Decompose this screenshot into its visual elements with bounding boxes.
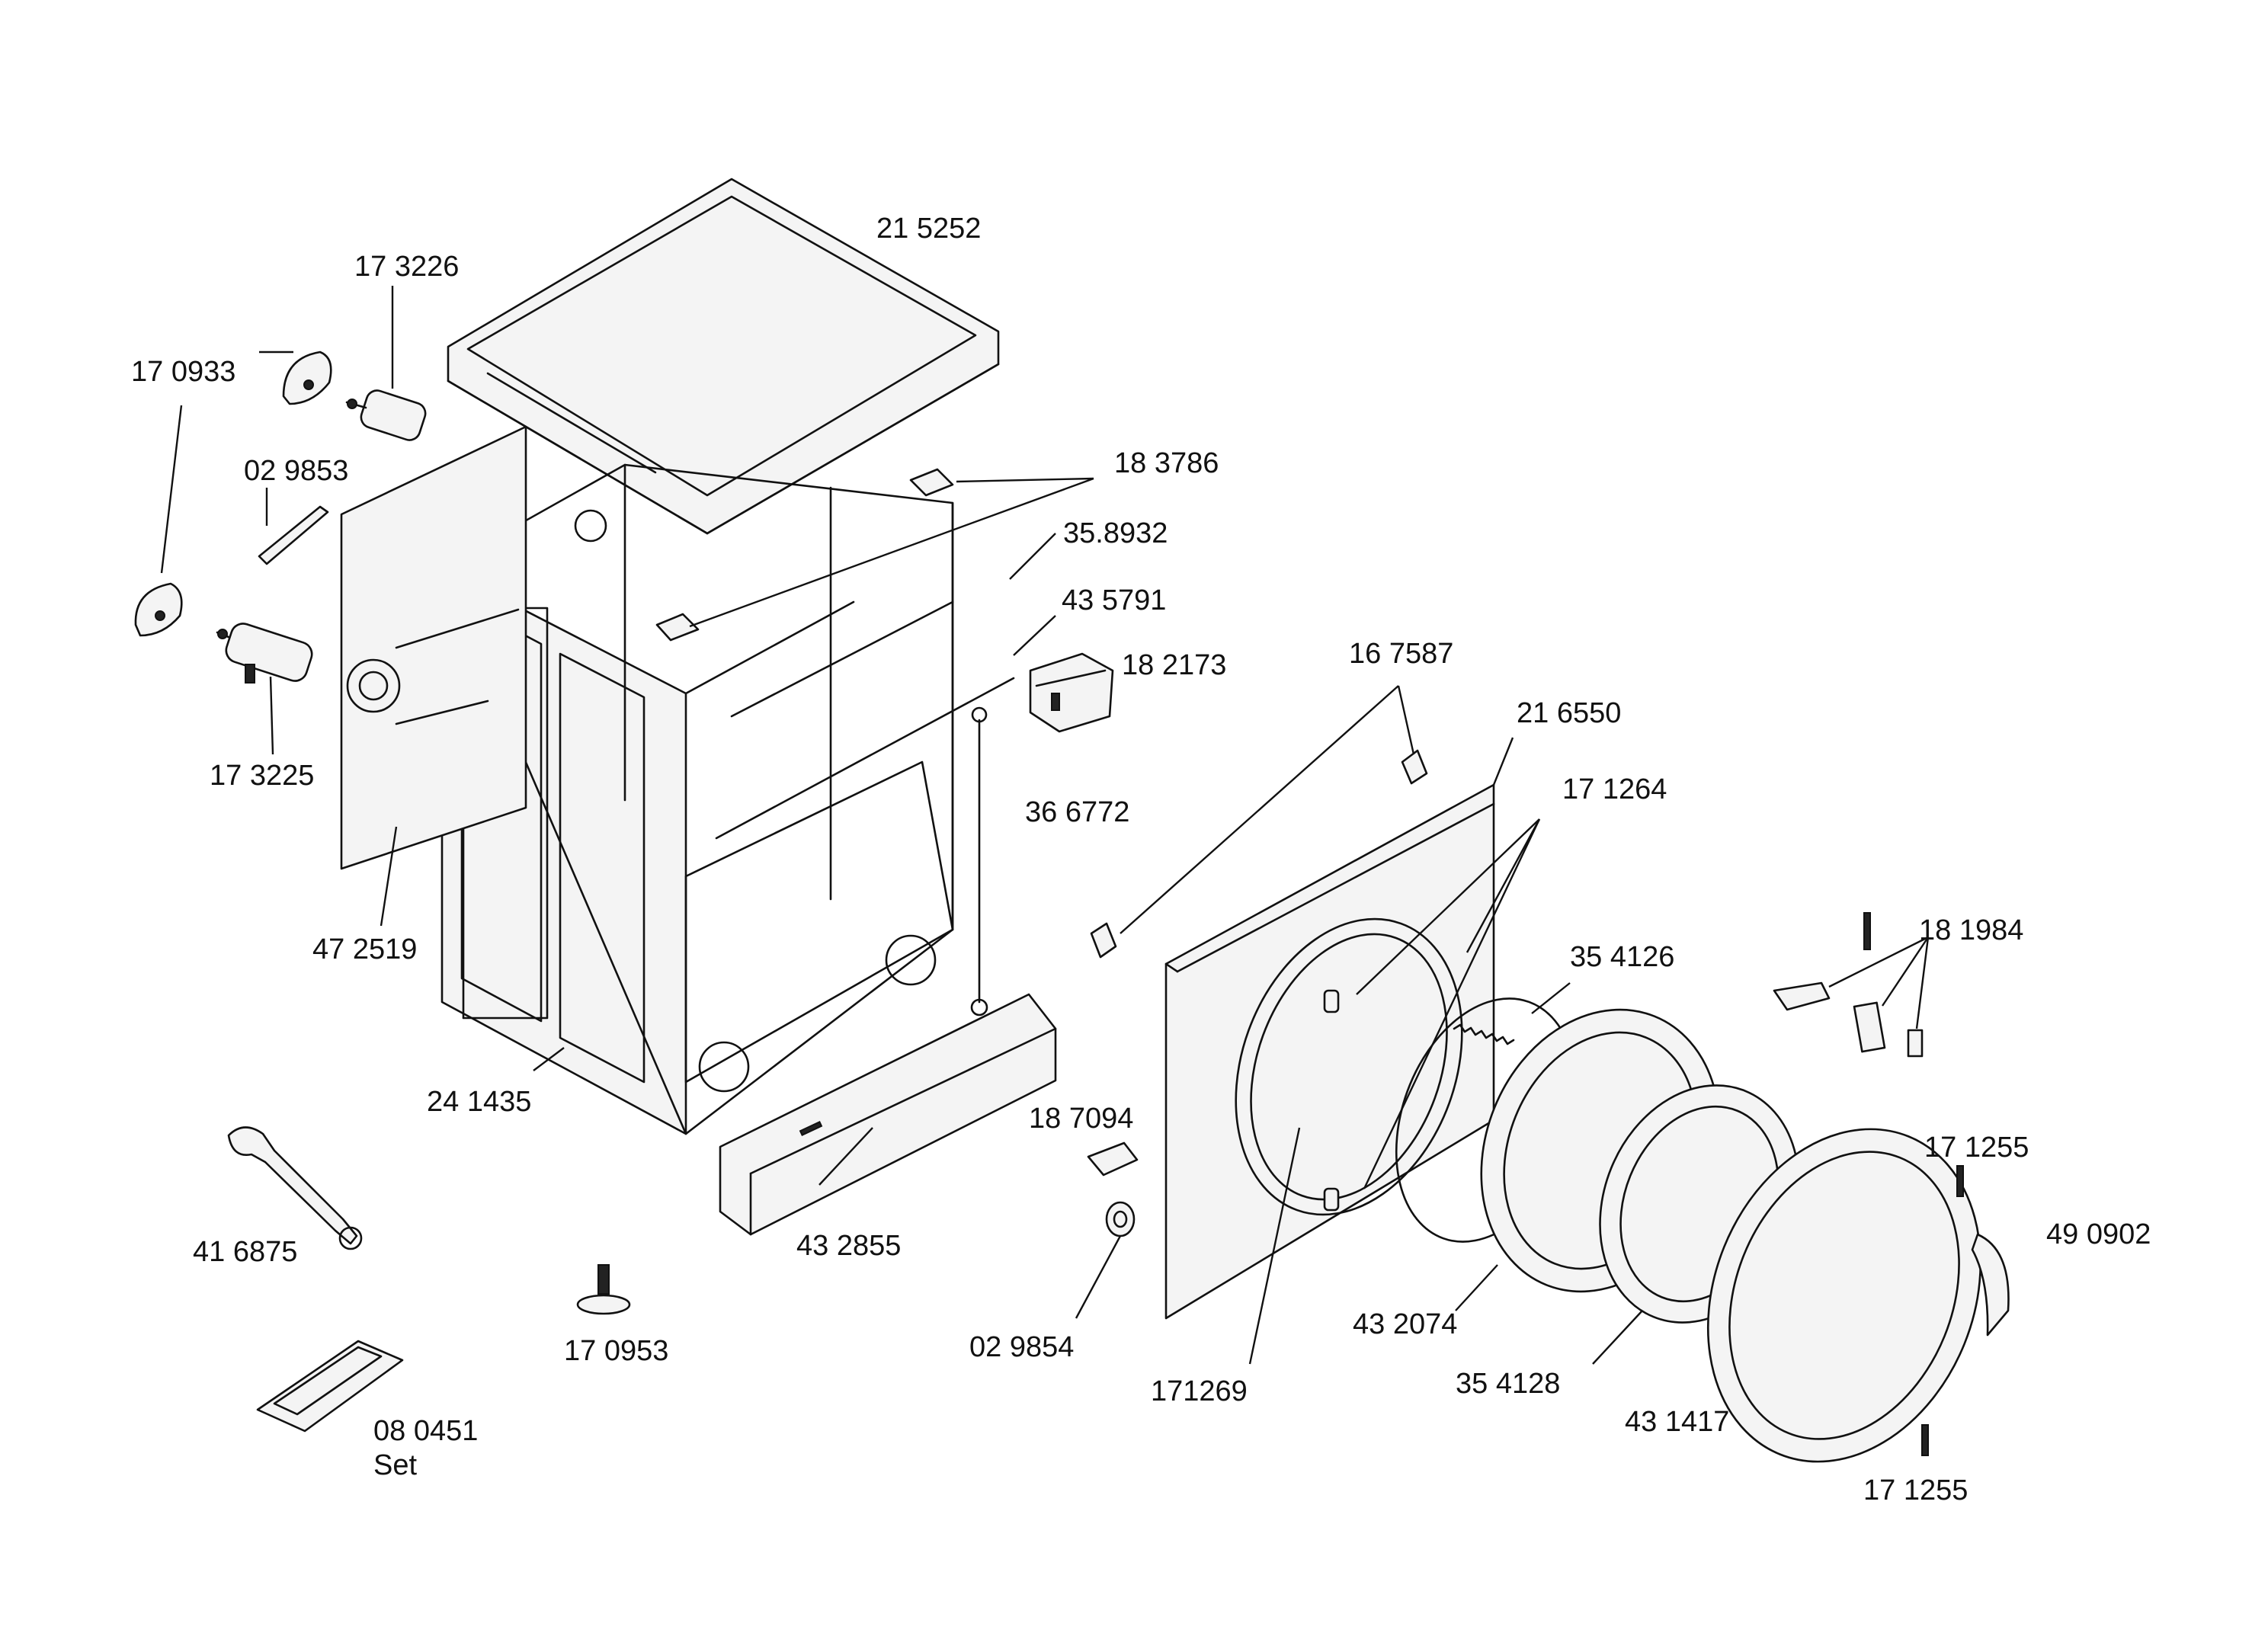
label-216550: 21 6550 — [1517, 697, 1621, 729]
label-170933: 17 0933 — [131, 356, 235, 388]
label-171255a: 17 1255 — [1924, 1132, 2029, 1164]
label-432074: 43 2074 — [1353, 1308, 1457, 1340]
label-173226: 17 3226 — [354, 251, 459, 283]
label-432855: 43 2855 — [796, 1230, 901, 1262]
label-472519: 47 2519 — [312, 933, 417, 965]
label-435791: 43 5791 — [1062, 584, 1166, 616]
valve-173225 — [216, 623, 313, 684]
lock-parts-181984 — [1773, 912, 1924, 1058]
rod-366772 — [970, 706, 988, 1016]
bracket-029853 — [258, 505, 329, 565]
rear-panel-part — [340, 425, 527, 870]
door-outer-ring-431417 — [1706, 1128, 1982, 1463]
foot-170953 — [576, 1264, 631, 1315]
clip-167587 — [1090, 749, 1428, 959]
label-241435: 24 1435 — [427, 1086, 531, 1118]
label-431417: 43 1417 — [1625, 1406, 1729, 1438]
label-173225: 17 3225 — [210, 760, 314, 792]
label-354128: 35 4128 — [1456, 1368, 1560, 1400]
top-cover-part — [447, 178, 1000, 535]
label-187094: 18 7094 — [1029, 1103, 1133, 1135]
label-354126: 35 4126 — [1570, 941, 1674, 973]
wrench-416875 — [227, 1126, 363, 1250]
cap-170933-lower — [134, 582, 183, 637]
label-215252: 21 5252 — [876, 213, 981, 245]
label-171255b: 17 1255 — [1863, 1474, 1968, 1506]
leader-lines — [160, 286, 1930, 1365]
valve-173226 — [345, 389, 427, 441]
front-plinth-part — [719, 993, 1057, 1236]
label-080451: 08 0451 — [373, 1415, 478, 1447]
switch-182173 — [1029, 652, 1114, 733]
spring-354126 — [1453, 1023, 1515, 1045]
button-187094 — [1087, 1141, 1139, 1177]
label-029853: 02 9853 — [244, 455, 348, 487]
label-080451-set: Set — [373, 1449, 417, 1481]
label-171269: 171269 — [1151, 1375, 1248, 1407]
pins-171255 — [1921, 1165, 1964, 1456]
label-490902: 49 0902 — [2046, 1218, 2151, 1250]
label-416875: 41 6875 — [193, 1236, 297, 1268]
clip-183786 — [655, 468, 954, 642]
part-labels: 21 5252 17 3226 17 0933 02 9853 18 3786 … — [131, 213, 2151, 1506]
cabinet-body-part — [440, 463, 1015, 1135]
label-170953: 17 0953 — [564, 1335, 668, 1367]
label-182173: 18 2173 — [1122, 649, 1226, 681]
label-181984: 18 1984 — [1919, 914, 2023, 946]
label-171264: 17 1264 — [1562, 773, 1667, 805]
label-366772: 36 6772 — [1025, 796, 1129, 828]
label-167587: 16 7587 — [1349, 638, 1453, 670]
label-183786: 18 3786 — [1114, 447, 1219, 479]
cap-170933-upper — [282, 351, 332, 405]
hinge-490902 — [1971, 1233, 2010, 1337]
knob-029854 — [1105, 1201, 1136, 1237]
label-358932: 35.8932 — [1063, 517, 1168, 549]
front-panel-part — [1164, 783, 1495, 1320]
transport-lock-080451 — [256, 1340, 404, 1433]
label-029854: 02 9854 — [969, 1331, 1074, 1363]
